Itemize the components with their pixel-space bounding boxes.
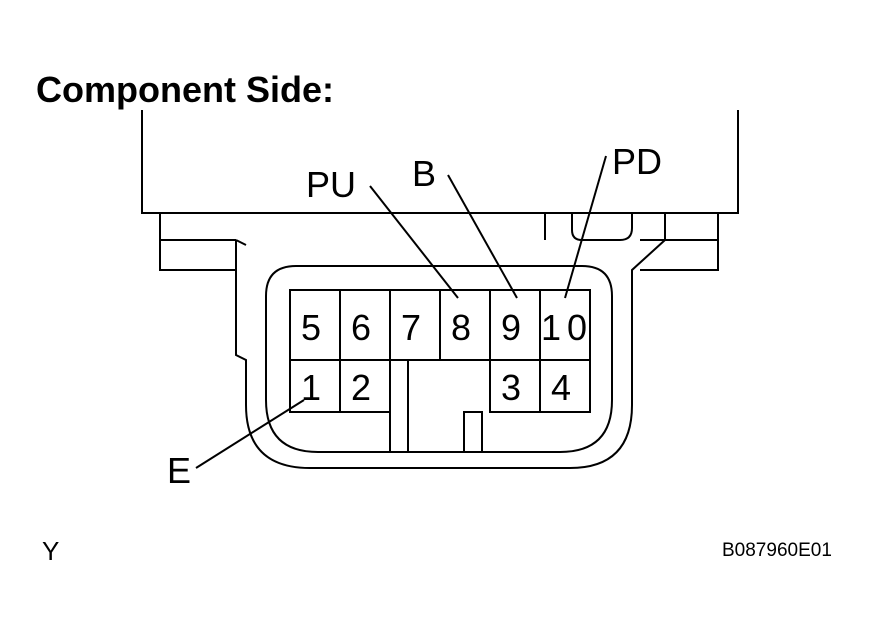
connector-cavity: [265, 265, 613, 453]
pin-10-label: 10: [541, 307, 587, 348]
callout-e: E: [167, 450, 192, 491]
diagram-title: Component Side:: [36, 69, 334, 110]
key-notch: [463, 411, 483, 453]
pin-cell-4: [539, 359, 591, 413]
pin-7-label: 7: [401, 307, 421, 348]
pin-6-label: 6: [351, 307, 371, 348]
key-rib: [389, 360, 409, 452]
housing-flange: [159, 213, 236, 271]
leader-pd: [564, 155, 607, 299]
pin-2-label: 2: [351, 367, 371, 408]
pin-5-label: 5: [301, 307, 321, 348]
pin-8-label: 8: [451, 307, 471, 348]
connector-shell: [235, 239, 666, 469]
housing-body: [141, 110, 739, 214]
leader-pu: [369, 185, 459, 299]
figure-code: B087960E01: [722, 540, 832, 561]
pin-1-label: 1: [301, 367, 321, 408]
callout-pu: PU: [306, 164, 357, 205]
leader-e: [195, 399, 305, 469]
leader-b: [447, 174, 518, 299]
footer-left-mark: Y: [42, 536, 60, 566]
pin-9-label: 9: [501, 307, 521, 348]
callout-pd: PD: [612, 141, 663, 182]
callout-b: B: [412, 153, 437, 194]
latch: [571, 213, 633, 241]
pin-4-label: 4: [551, 367, 571, 408]
pin-3-label: 3: [501, 367, 521, 408]
